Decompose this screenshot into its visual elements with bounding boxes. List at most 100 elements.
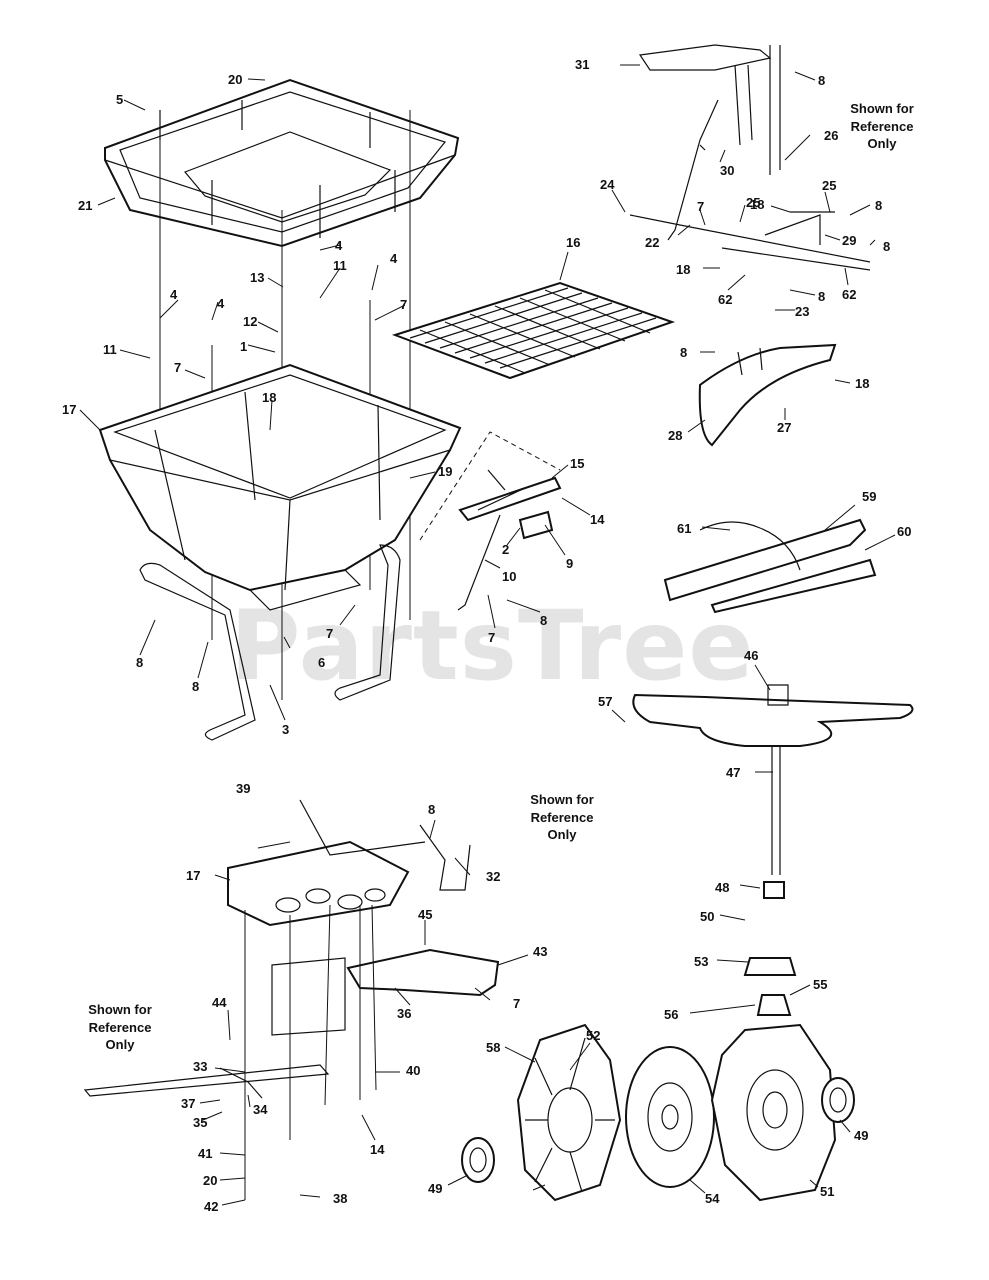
callout-24: 24 [600, 177, 615, 192]
linkage-assembly [629, 44, 871, 271]
agitator-arm-33 [83, 1064, 330, 1099]
callout-4: 4 [390, 251, 398, 266]
callout-49: 49 [854, 1128, 869, 1143]
callout-7: 7 [513, 996, 521, 1011]
callout-20: 20 [203, 1173, 218, 1188]
callout-8: 8 [428, 802, 436, 817]
callout-7: 7 [697, 199, 705, 214]
callout-41: 41 [198, 1146, 213, 1161]
callout-7: 7 [488, 630, 496, 645]
callout-22: 22 [645, 235, 660, 250]
callout-17: 17 [62, 402, 77, 417]
callout-50: 50 [700, 909, 715, 924]
callout-27: 27 [777, 420, 792, 435]
callout-61: 61 [677, 521, 692, 536]
callout-35: 35 [193, 1115, 208, 1130]
control-lever-10 [419, 431, 562, 611]
callout-55: 55 [813, 977, 828, 992]
callout-9: 9 [566, 556, 574, 571]
callout-8: 8 [540, 613, 548, 628]
callout-3: 3 [282, 722, 290, 737]
callout-21: 21 [78, 198, 93, 213]
callout-8: 8 [136, 655, 144, 670]
callout-32: 32 [486, 869, 501, 884]
callout-51: 51 [820, 1184, 835, 1199]
callout-23: 23 [795, 304, 810, 319]
housing-51 [710, 1023, 837, 1202]
callout-33: 33 [193, 1059, 208, 1074]
callout-25: 25 [822, 178, 837, 193]
callout-44: 44 [212, 995, 227, 1010]
callout-28: 28 [668, 428, 683, 443]
callout-18: 18 [750, 197, 765, 212]
callout-4: 4 [170, 287, 178, 302]
callout-54: 54 [705, 1191, 720, 1206]
callout-36: 36 [397, 1006, 412, 1021]
callout-11: 11 [103, 342, 117, 357]
callout-7: 7 [174, 360, 182, 375]
callout-8: 8 [883, 239, 891, 254]
callout-4: 4 [217, 296, 225, 311]
callout-7: 7 [326, 626, 334, 641]
callout-53: 53 [694, 954, 709, 969]
callout-25: 25 [746, 195, 761, 210]
callout-34: 34 [253, 1102, 268, 1117]
callout-1: 1 [240, 339, 248, 354]
gearbox-parts [743, 881, 797, 1016]
callout-62: 62 [842, 287, 857, 302]
lower-frame-17 [227, 799, 471, 927]
cover-52 [516, 1023, 622, 1202]
screen-16 [391, 281, 676, 380]
bearing-49-left [461, 1137, 495, 1183]
gate-plates-59-60 [663, 518, 877, 614]
callout-46: 46 [744, 648, 759, 663]
callout-8: 8 [680, 345, 688, 360]
callout-62: 62 [718, 292, 733, 307]
callout-43: 43 [533, 944, 548, 959]
callout-57: 57 [598, 694, 613, 709]
callout-42: 42 [204, 1199, 219, 1214]
callout-4: 4 [335, 238, 343, 253]
callout-17: 17 [186, 868, 201, 883]
reference-note-left: Shown for Reference Only [88, 1002, 152, 1053]
spinner-46 [632, 684, 914, 875]
callout-49: 49 [428, 1181, 443, 1196]
callout-29: 29 [842, 233, 857, 248]
callout-38: 38 [333, 1191, 348, 1206]
hopper-top-21 [104, 78, 460, 248]
callout-14: 14 [370, 1142, 385, 1157]
callout-56: 56 [664, 1007, 679, 1022]
callout-leaders [79, 64, 896, 1206]
callout-8: 8 [192, 679, 200, 694]
callout-47: 47 [726, 765, 741, 780]
callout-8: 8 [818, 73, 826, 88]
reference-note-middle: Shown for Reference Only [530, 792, 594, 843]
frame-legs [139, 544, 401, 741]
callout-11: 11 [333, 258, 347, 273]
callout-5: 5 [116, 92, 124, 107]
callout-45: 45 [418, 907, 433, 922]
callout-8: 8 [818, 289, 826, 304]
callout-59: 59 [862, 489, 877, 504]
callout-37: 37 [181, 1096, 196, 1111]
callout-6: 6 [318, 655, 326, 670]
callout-19: 19 [438, 464, 453, 479]
callout-2: 2 [502, 542, 510, 557]
callout-7: 7 [400, 297, 408, 312]
callout-31: 31 [575, 57, 590, 72]
callout-18: 18 [262, 390, 277, 405]
lower-guide-lines [244, 904, 377, 1200]
callout-20: 20 [228, 72, 243, 87]
callout-18: 18 [855, 376, 870, 391]
callout-12: 12 [243, 314, 258, 329]
callout-40: 40 [406, 1063, 421, 1078]
callout-39: 39 [236, 781, 251, 796]
plate-36 [346, 948, 500, 997]
callout-58: 58 [486, 1040, 501, 1055]
callout-13: 13 [250, 270, 265, 285]
deflector-28 [698, 343, 837, 447]
callout-15: 15 [570, 456, 585, 471]
impeller-54 [625, 1046, 715, 1188]
